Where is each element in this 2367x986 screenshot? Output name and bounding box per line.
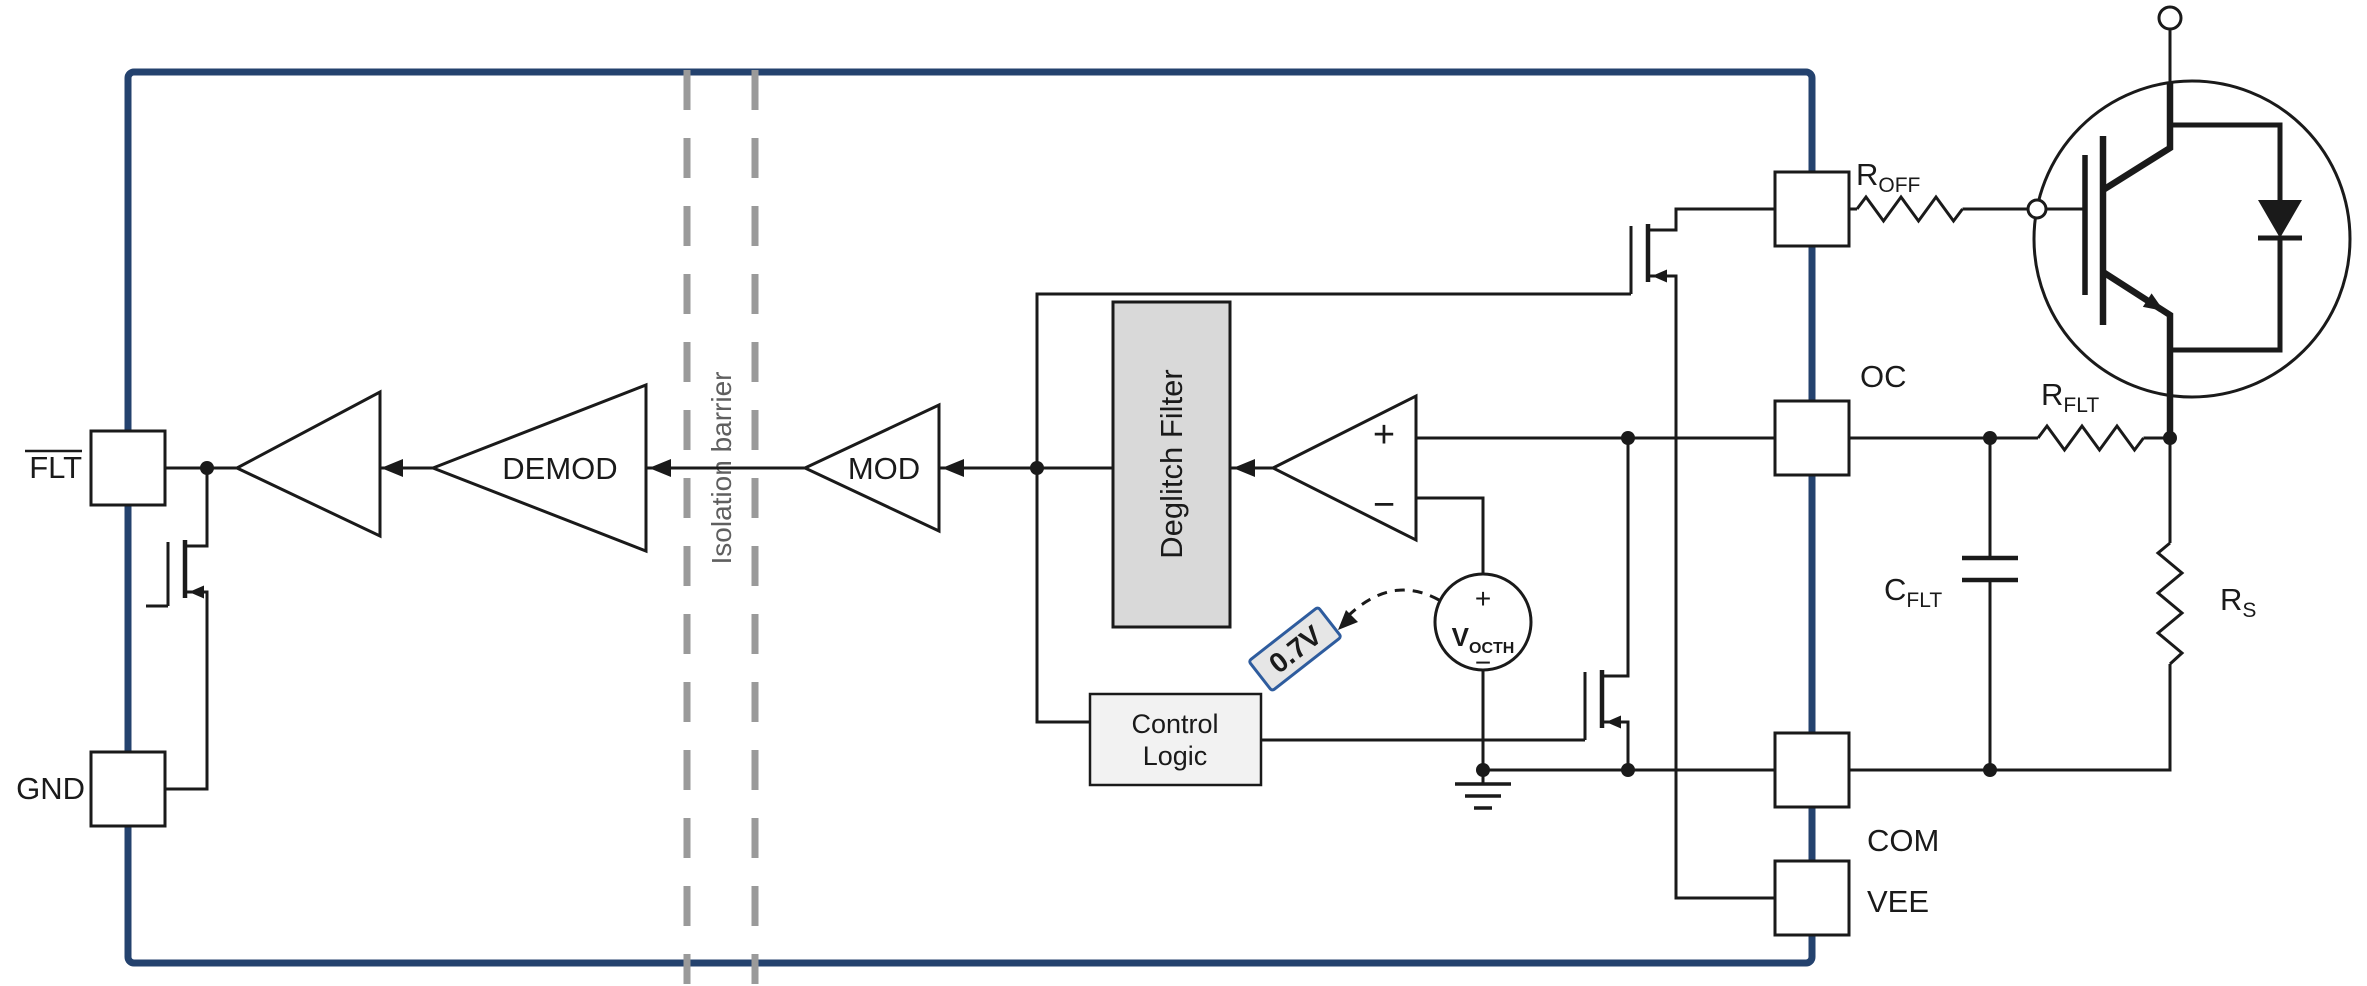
demod-amp — [428, 382, 648, 554]
mosfet-drain — [1602, 438, 1630, 678]
wire — [1035, 292, 1631, 468]
r-off-label: ROFF — [1856, 157, 1920, 197]
flt-pulldown-mosfet — [146, 468, 209, 791]
junction-dot — [1621, 763, 1635, 777]
signal-arrows — [381, 459, 1255, 477]
vocth-minus: − — [1475, 647, 1491, 678]
mosfet-source — [165, 590, 209, 791]
component-labels: ROFF RFLT CFLT RS — [1856, 157, 2256, 622]
wire — [1849, 664, 2172, 772]
soft-turnoff-mosfet — [1629, 207, 1775, 900]
flt-pin-label: FLT — [29, 450, 82, 485]
threshold-box — [1248, 606, 1342, 692]
vee-pin-label: VEE — [1867, 884, 1929, 919]
signal-arrow — [1233, 459, 1255, 477]
mosfet-drain — [1648, 207, 1775, 232]
comparator-minus: − — [1373, 484, 1395, 526]
deglitch-filter-box — [1111, 300, 1232, 629]
junction-dot — [1476, 763, 1490, 777]
diode-triangle — [2258, 200, 2302, 238]
vocth-source: + VOCTH − — [1433, 572, 1533, 678]
junction-dot — [1030, 461, 1044, 475]
igbt-emitter-arrow — [2142, 293, 2164, 311]
internal-wires — [165, 292, 1775, 772]
out-pin — [1773, 170, 1851, 248]
control-logic-label-2: Logic — [1143, 741, 1208, 771]
gnd-pin-label: GND — [16, 771, 85, 806]
c-flt-label: CFLT — [1884, 572, 1942, 612]
com-pin-label: COM — [1867, 823, 1939, 858]
r-off-resistor — [1855, 194, 1964, 224]
junction-dot — [200, 461, 214, 475]
threshold-arrow — [1346, 588, 1440, 618]
oc-pin-label: OC — [1860, 359, 1907, 394]
junction-dot — [2163, 431, 2177, 445]
vocth-label: VOCTH — [1452, 622, 1515, 657]
control-logic-box — [1088, 692, 1263, 787]
igbt-module — [2026, 5, 2352, 438]
control-logic-label-1: Control — [1131, 709, 1218, 739]
oc-clamp-mosfet — [1583, 438, 1630, 770]
flt-pin — [89, 429, 167, 507]
comparator-triangle — [1269, 393, 1418, 543]
comparator: + − — [1269, 393, 1418, 543]
mosfet-arrow — [189, 585, 204, 599]
r-s-resistor — [2155, 541, 2185, 666]
ic-boundary — [124, 68, 1816, 967]
wire — [1035, 468, 1090, 724]
com-pin — [1773, 731, 1851, 809]
signal-arrow — [942, 459, 964, 477]
vocth-plus: + — [1475, 583, 1491, 614]
demod-label: DEMOD — [502, 451, 617, 486]
vocth-circle — [1433, 572, 1533, 672]
vee-pin — [1773, 859, 1851, 937]
mosfet-source — [1648, 274, 1775, 900]
diode-top-lead — [2170, 122, 2283, 200]
gate-node — [2026, 198, 2048, 220]
igbt-collector — [2101, 83, 2174, 193]
threshold-annotation: 0.7V — [1248, 588, 1440, 692]
mosfet-source — [1602, 720, 1630, 770]
igbt-emitter — [2101, 269, 2174, 438]
control-logic: Control Logic — [1088, 692, 1263, 787]
isolation-barrier: Isolation barrier — [683, 70, 759, 984]
gnd-pin — [89, 750, 167, 828]
deglitch-filter: Deglitch Filter — [1111, 300, 1232, 629]
junction-dot — [1983, 763, 1997, 777]
wire — [1416, 496, 1485, 574]
mosfet-drain — [185, 468, 209, 548]
igbt-circle — [2032, 79, 2352, 399]
freewheel-diode — [2170, 122, 2302, 353]
r-s-label: RS — [2220, 582, 2256, 622]
pin-labels: FLT GND OC COM VEE — [16, 359, 1939, 919]
diode-bottom-lead — [2170, 238, 2283, 353]
signal-arrow — [381, 459, 403, 477]
mod-label: MOD — [848, 451, 920, 486]
signal-arrow — [649, 459, 671, 477]
output-buffer-amp — [233, 389, 382, 539]
oc-pin — [1773, 399, 1851, 477]
junction-dot — [1983, 431, 1997, 445]
c-flt-capacitor — [1962, 555, 2018, 583]
comparator-plus: + — [1373, 414, 1395, 456]
mod-amp — [801, 402, 941, 534]
junction-dot — [1621, 431, 1635, 445]
collector-terminal — [2157, 5, 2183, 31]
threshold-arrowhead — [1338, 610, 1358, 630]
external-wires — [1849, 207, 2172, 772]
mosfet-arrow — [1606, 715, 1621, 729]
deglitch-filter-label: Deglitch Filter — [1154, 369, 1189, 559]
junction-dots — [200, 431, 2177, 777]
r-flt-label: RFLT — [2041, 377, 2099, 417]
r-flt-resistor — [2036, 423, 2145, 453]
mosfet-arrow — [1652, 269, 1667, 283]
